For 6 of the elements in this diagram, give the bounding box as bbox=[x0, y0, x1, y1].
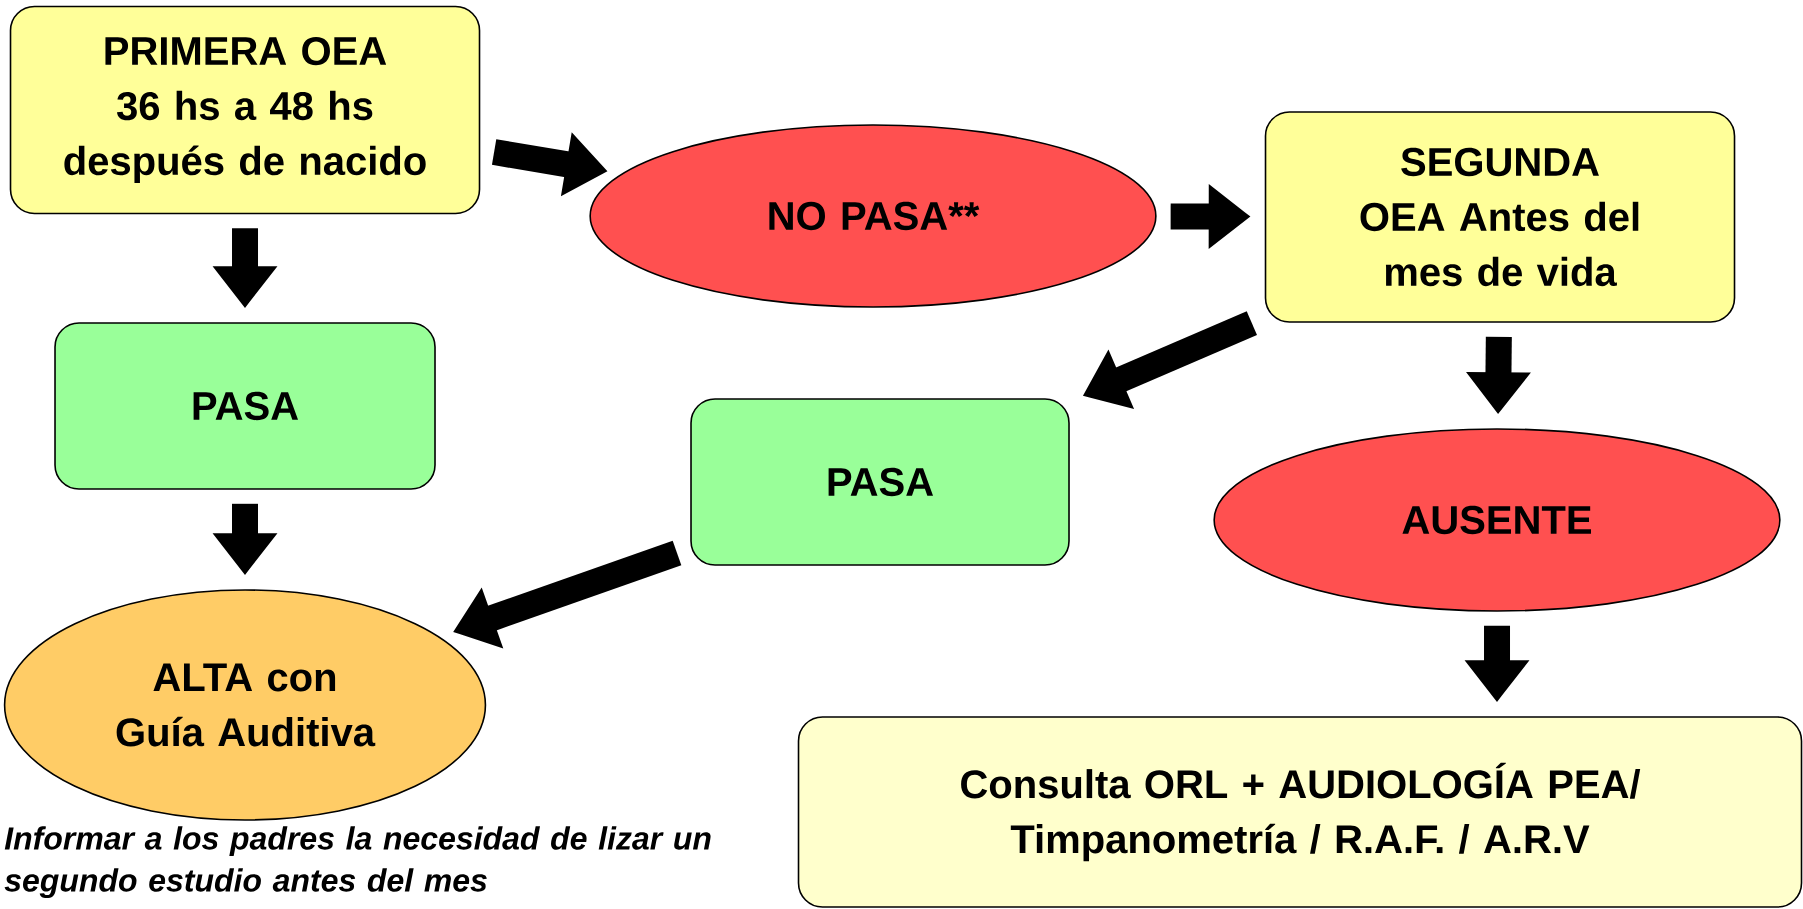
result-box: PASA bbox=[690, 398, 1070, 566]
note-text: Informar a los padres la necesidad de lizar un segundo estudio antes del mes bbox=[4, 826, 711, 898]
result-box: PASA bbox=[54, 322, 436, 490]
referral-box: Consulta ORL + AUDIOLOGÍA PEA/ Timpanometría / R.A.F. / A.R.V bbox=[797, 716, 1803, 908]
process-box: SEGUNDA OEA Antes del mes de vida bbox=[1264, 111, 1736, 323]
process-box: PRIMERA OEA 36 hs a 48 hs después de nacido bbox=[9, 5, 481, 215]
